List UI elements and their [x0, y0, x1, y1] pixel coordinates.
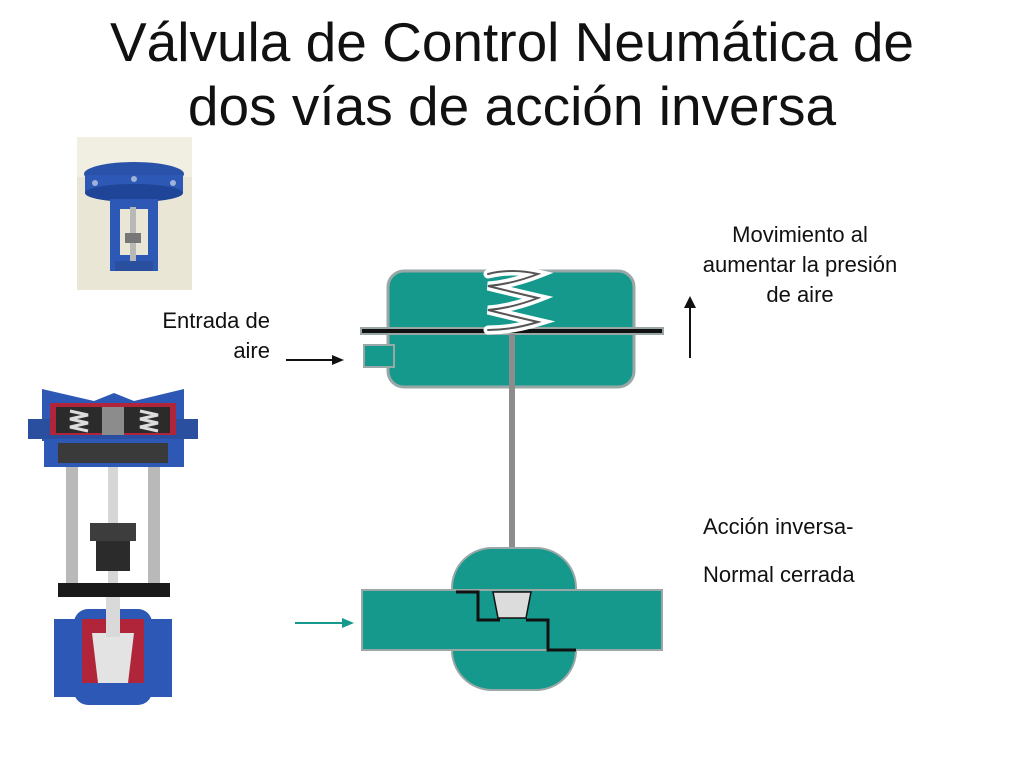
- title-line-1: Válvula de Control Neumática de: [109, 11, 915, 73]
- air-inlet-label: Entrada de aire: [162, 308, 270, 363]
- valve-plug: [492, 591, 532, 619]
- arrow-right-icon: [286, 355, 344, 365]
- title-line-2: dos vías de acción inversa: [187, 75, 837, 137]
- action-label: Acción inversa- Normal cerrada: [703, 512, 923, 590]
- air-inlet-port: [363, 344, 395, 368]
- action-label-line-2: Normal cerrada: [703, 562, 855, 587]
- valve-stem: [509, 334, 515, 592]
- action-label-line-1: Acción inversa-: [703, 514, 854, 539]
- movement-label: Movimiento al aumentar la presión de air…: [702, 222, 898, 307]
- valve-body: [361, 547, 663, 691]
- arrow-up-icon: [684, 296, 696, 358]
- valve-seat: [456, 590, 500, 622]
- slide-title: Válvula de Control Neumática de dos vías…: [0, 10, 1024, 138]
- flow-arrow-icon: [295, 618, 354, 628]
- spring-icon: [483, 266, 556, 335]
